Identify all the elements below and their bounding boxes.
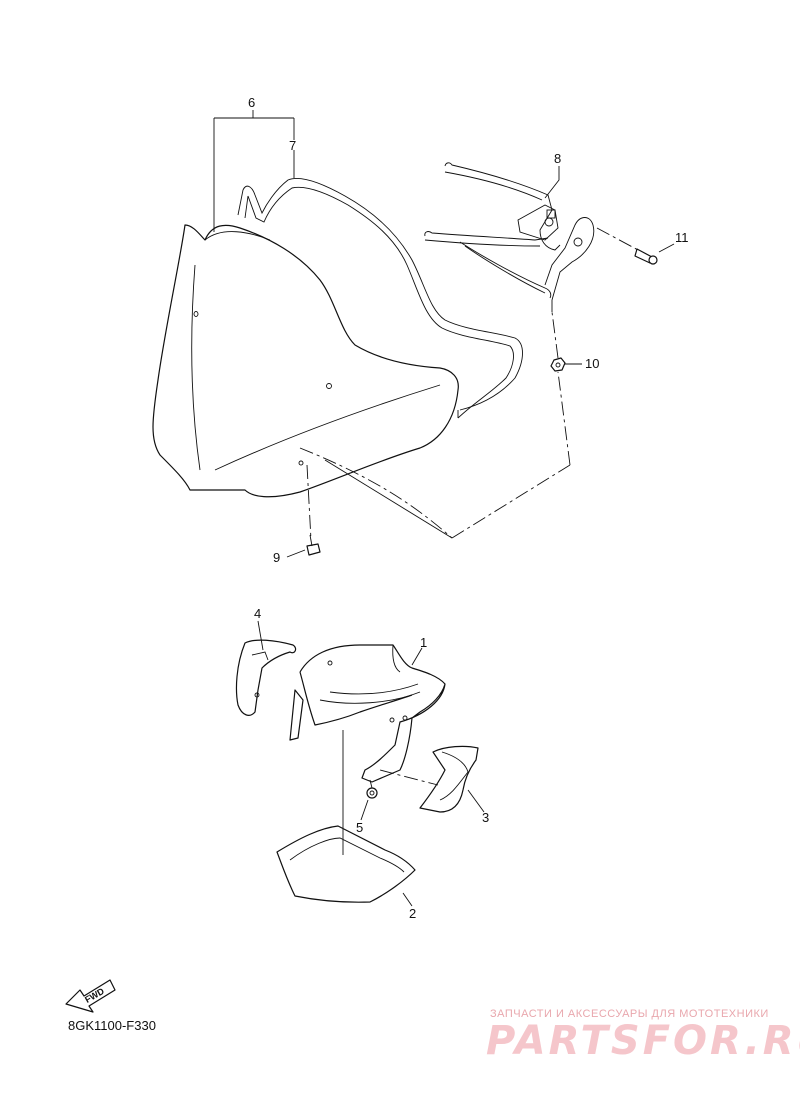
front-cowling-part[interactable] (289, 644, 446, 783)
drawing-code: 8GK1100-F330 (68, 1018, 156, 1033)
assembly-lines-top (299, 227, 639, 541)
bolt-11-part[interactable] (634, 248, 658, 265)
assembly-lines-bottom (342, 730, 439, 855)
windshield-stay-part[interactable] (424, 162, 595, 312)
callout-4: 4 (254, 606, 261, 621)
fwd-arrow-icon: FWD (65, 979, 116, 1013)
callout-1: 1 (420, 635, 427, 650)
plate-2-part[interactable] (276, 825, 416, 903)
callout-10: 10 (585, 356, 599, 371)
callout-6: 6 (248, 95, 255, 110)
side-panel-4-part[interactable] (235, 639, 297, 716)
windshield-part[interactable] (152, 224, 459, 498)
screw-9-part[interactable] (306, 534, 321, 556)
nut-10-part[interactable] (550, 357, 566, 372)
callout-numbers: 6 7 8 11 10 9 4 1 3 5 2 (248, 95, 689, 921)
callout-8: 8 (554, 151, 561, 166)
callout-3: 3 (482, 810, 489, 825)
callout-5: 5 (356, 820, 363, 835)
side-panel-3-part[interactable] (419, 745, 479, 813)
watermark-tagline: ЗАПЧАСТИ И АКСЕССУАРЫ ДЛЯ МОТОТЕХНИКИ (490, 1008, 769, 1020)
callout-11: 11 (675, 230, 689, 245)
windshield-trim-part[interactable] (237, 177, 523, 419)
watermark-brand: PARTSFOR.RU (486, 1018, 800, 1064)
grommet-5-part[interactable] (366, 787, 378, 799)
callout-leaders (213, 110, 675, 907)
callout-9: 9 (273, 550, 280, 565)
callout-2: 2 (409, 906, 416, 921)
callout-7: 7 (289, 138, 296, 153)
